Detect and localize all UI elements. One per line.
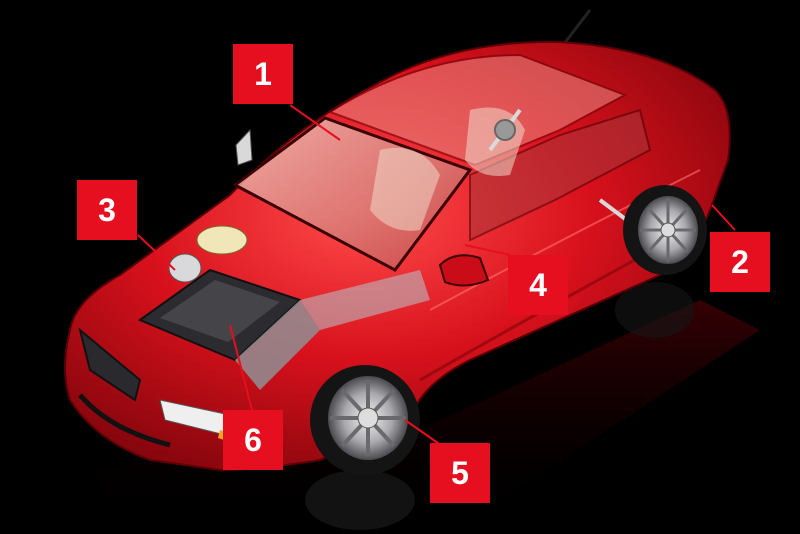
leader-line-1 <box>289 104 341 141</box>
front-wheel <box>310 365 420 475</box>
callout-6: 6 <box>223 410 283 470</box>
callout-2: 2 <box>710 232 770 292</box>
callout-3: 3 <box>77 180 137 240</box>
rear-wheel <box>623 185 707 275</box>
leader-line-6 <box>229 324 253 411</box>
leader-line-3 <box>137 234 176 271</box>
side-mirror <box>438 254 490 287</box>
fluid-reservoir <box>168 225 248 283</box>
engine <box>137 268 430 390</box>
callout-1: 1 <box>233 44 293 104</box>
front-end <box>78 327 232 448</box>
callout-4: 4 <box>508 255 568 315</box>
leader-line-4 <box>464 244 511 256</box>
side-window <box>469 108 652 242</box>
leader-line-2 <box>711 204 736 231</box>
floor-reflection <box>90 282 760 534</box>
side-mirror-left <box>235 128 253 166</box>
callout-5: 5 <box>430 443 490 503</box>
